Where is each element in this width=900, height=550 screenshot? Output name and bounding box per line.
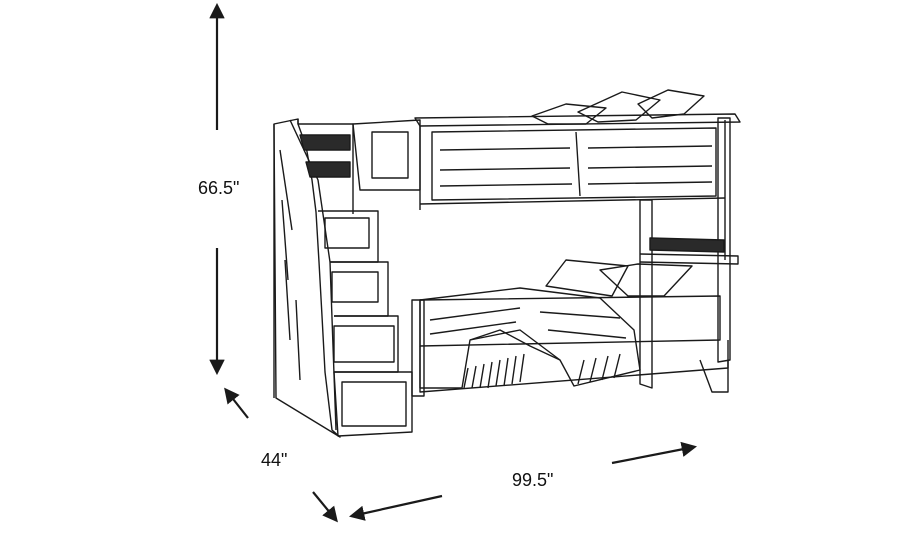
depth-dimension-arrows [224, 387, 338, 523]
drawer-3 [333, 325, 395, 363]
width-label: 99.5" [512, 470, 554, 490]
upper-rail-frame [419, 120, 726, 260]
bunk-bed-illustration [273, 89, 741, 438]
upper-pillows [531, 89, 705, 125]
lower-pillow-1 [545, 259, 629, 297]
lower-bunk [411, 199, 739, 397]
upper-rail-top [414, 113, 741, 127]
upper-rail-bottom [419, 197, 726, 205]
stair-step-2 [330, 261, 389, 317]
upper-slats-right [587, 145, 713, 185]
width-dimension-arrows [348, 441, 698, 521]
width-arrow-right [611, 441, 698, 465]
lower-pillows [545, 259, 693, 297]
upper-post-right [717, 117, 731, 363]
stair-upper-inner [371, 131, 409, 179]
height-label: 66.5" [198, 178, 240, 198]
lower-front-post [411, 299, 425, 397]
stair-upper-slot-2 [305, 161, 351, 178]
drawer-1 [324, 217, 370, 249]
stair-upper-slot-1 [299, 134, 351, 151]
upper-guard-divider [575, 131, 581, 197]
lower-pillow-2 [599, 263, 693, 297]
depth-arrow-front [312, 491, 338, 523]
lower-headboard-rail [639, 253, 739, 265]
blanket-fringe [463, 353, 525, 389]
blanket-stripes [429, 307, 627, 339]
depth-label: 44" [261, 450, 288, 470]
upper-guard-panel [431, 127, 717, 201]
stair-upper-box [352, 119, 421, 191]
upper-pillow-3 [637, 89, 705, 119]
stair-bottom-drawer [333, 371, 413, 437]
width-arrow-left [348, 494, 443, 521]
blanket-body [419, 287, 641, 389]
lower-blanket [419, 287, 641, 389]
stair-step-3 [334, 315, 399, 373]
depth-arrow-back [224, 387, 249, 419]
stair-grain [279, 149, 301, 381]
stair-unit [273, 118, 421, 438]
drawer-4-panel [341, 381, 407, 427]
blanket-fold [469, 329, 561, 361]
upper-bunk [414, 113, 741, 363]
upper-pillow-1 [531, 103, 607, 125]
upper-slats-left [439, 147, 573, 187]
blanket-fringe-right [577, 353, 621, 385]
lower-frame-leg [699, 359, 729, 393]
upper-pillow-2 [577, 91, 661, 123]
stair-front-post [297, 119, 354, 214]
drawer-2 [331, 271, 379, 303]
lower-mattress [419, 295, 721, 347]
lower-headboard-post [639, 199, 653, 389]
lower-headboard-slot [649, 237, 725, 253]
